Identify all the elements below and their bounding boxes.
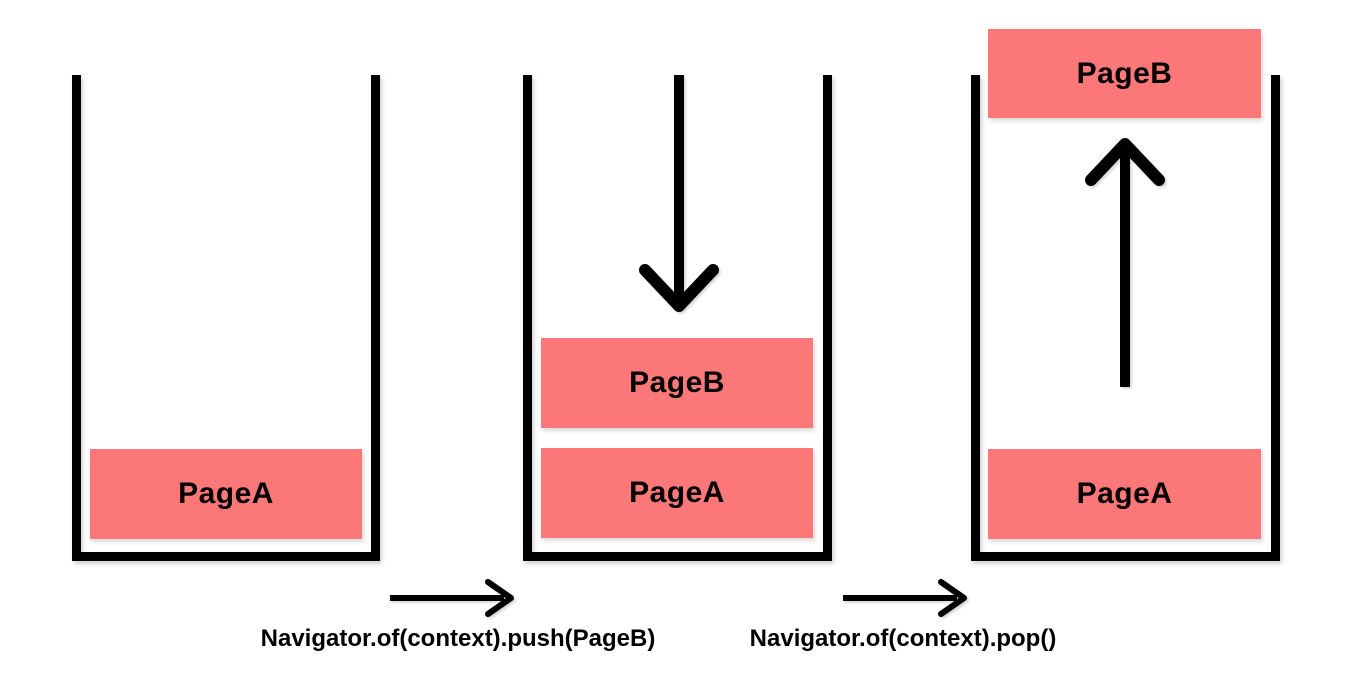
pop-code-label: Navigator.of(context).pop() (749, 625, 1057, 652)
right-arrow-icon (843, 579, 967, 617)
right-arrow-icon (390, 579, 514, 617)
stack-container-after-push (523, 75, 832, 561)
push-code-label: Navigator.of(context).push(PageB) (260, 625, 656, 652)
page-box-pagea-initial: PageA (90, 449, 362, 539)
down-arrow-icon (639, 75, 719, 312)
page-box-pagea-after-pop: PageA (988, 449, 1261, 539)
page-box-pageb-after-push: PageB (541, 338, 813, 428)
stack-container-after-pop (971, 75, 1280, 561)
page-box-pagea-after-push: PageA (541, 448, 813, 538)
stack-container-initial (72, 75, 380, 561)
page-box-pageb-popped: PageB (988, 29, 1261, 118)
up-arrow-icon (1085, 138, 1165, 387)
